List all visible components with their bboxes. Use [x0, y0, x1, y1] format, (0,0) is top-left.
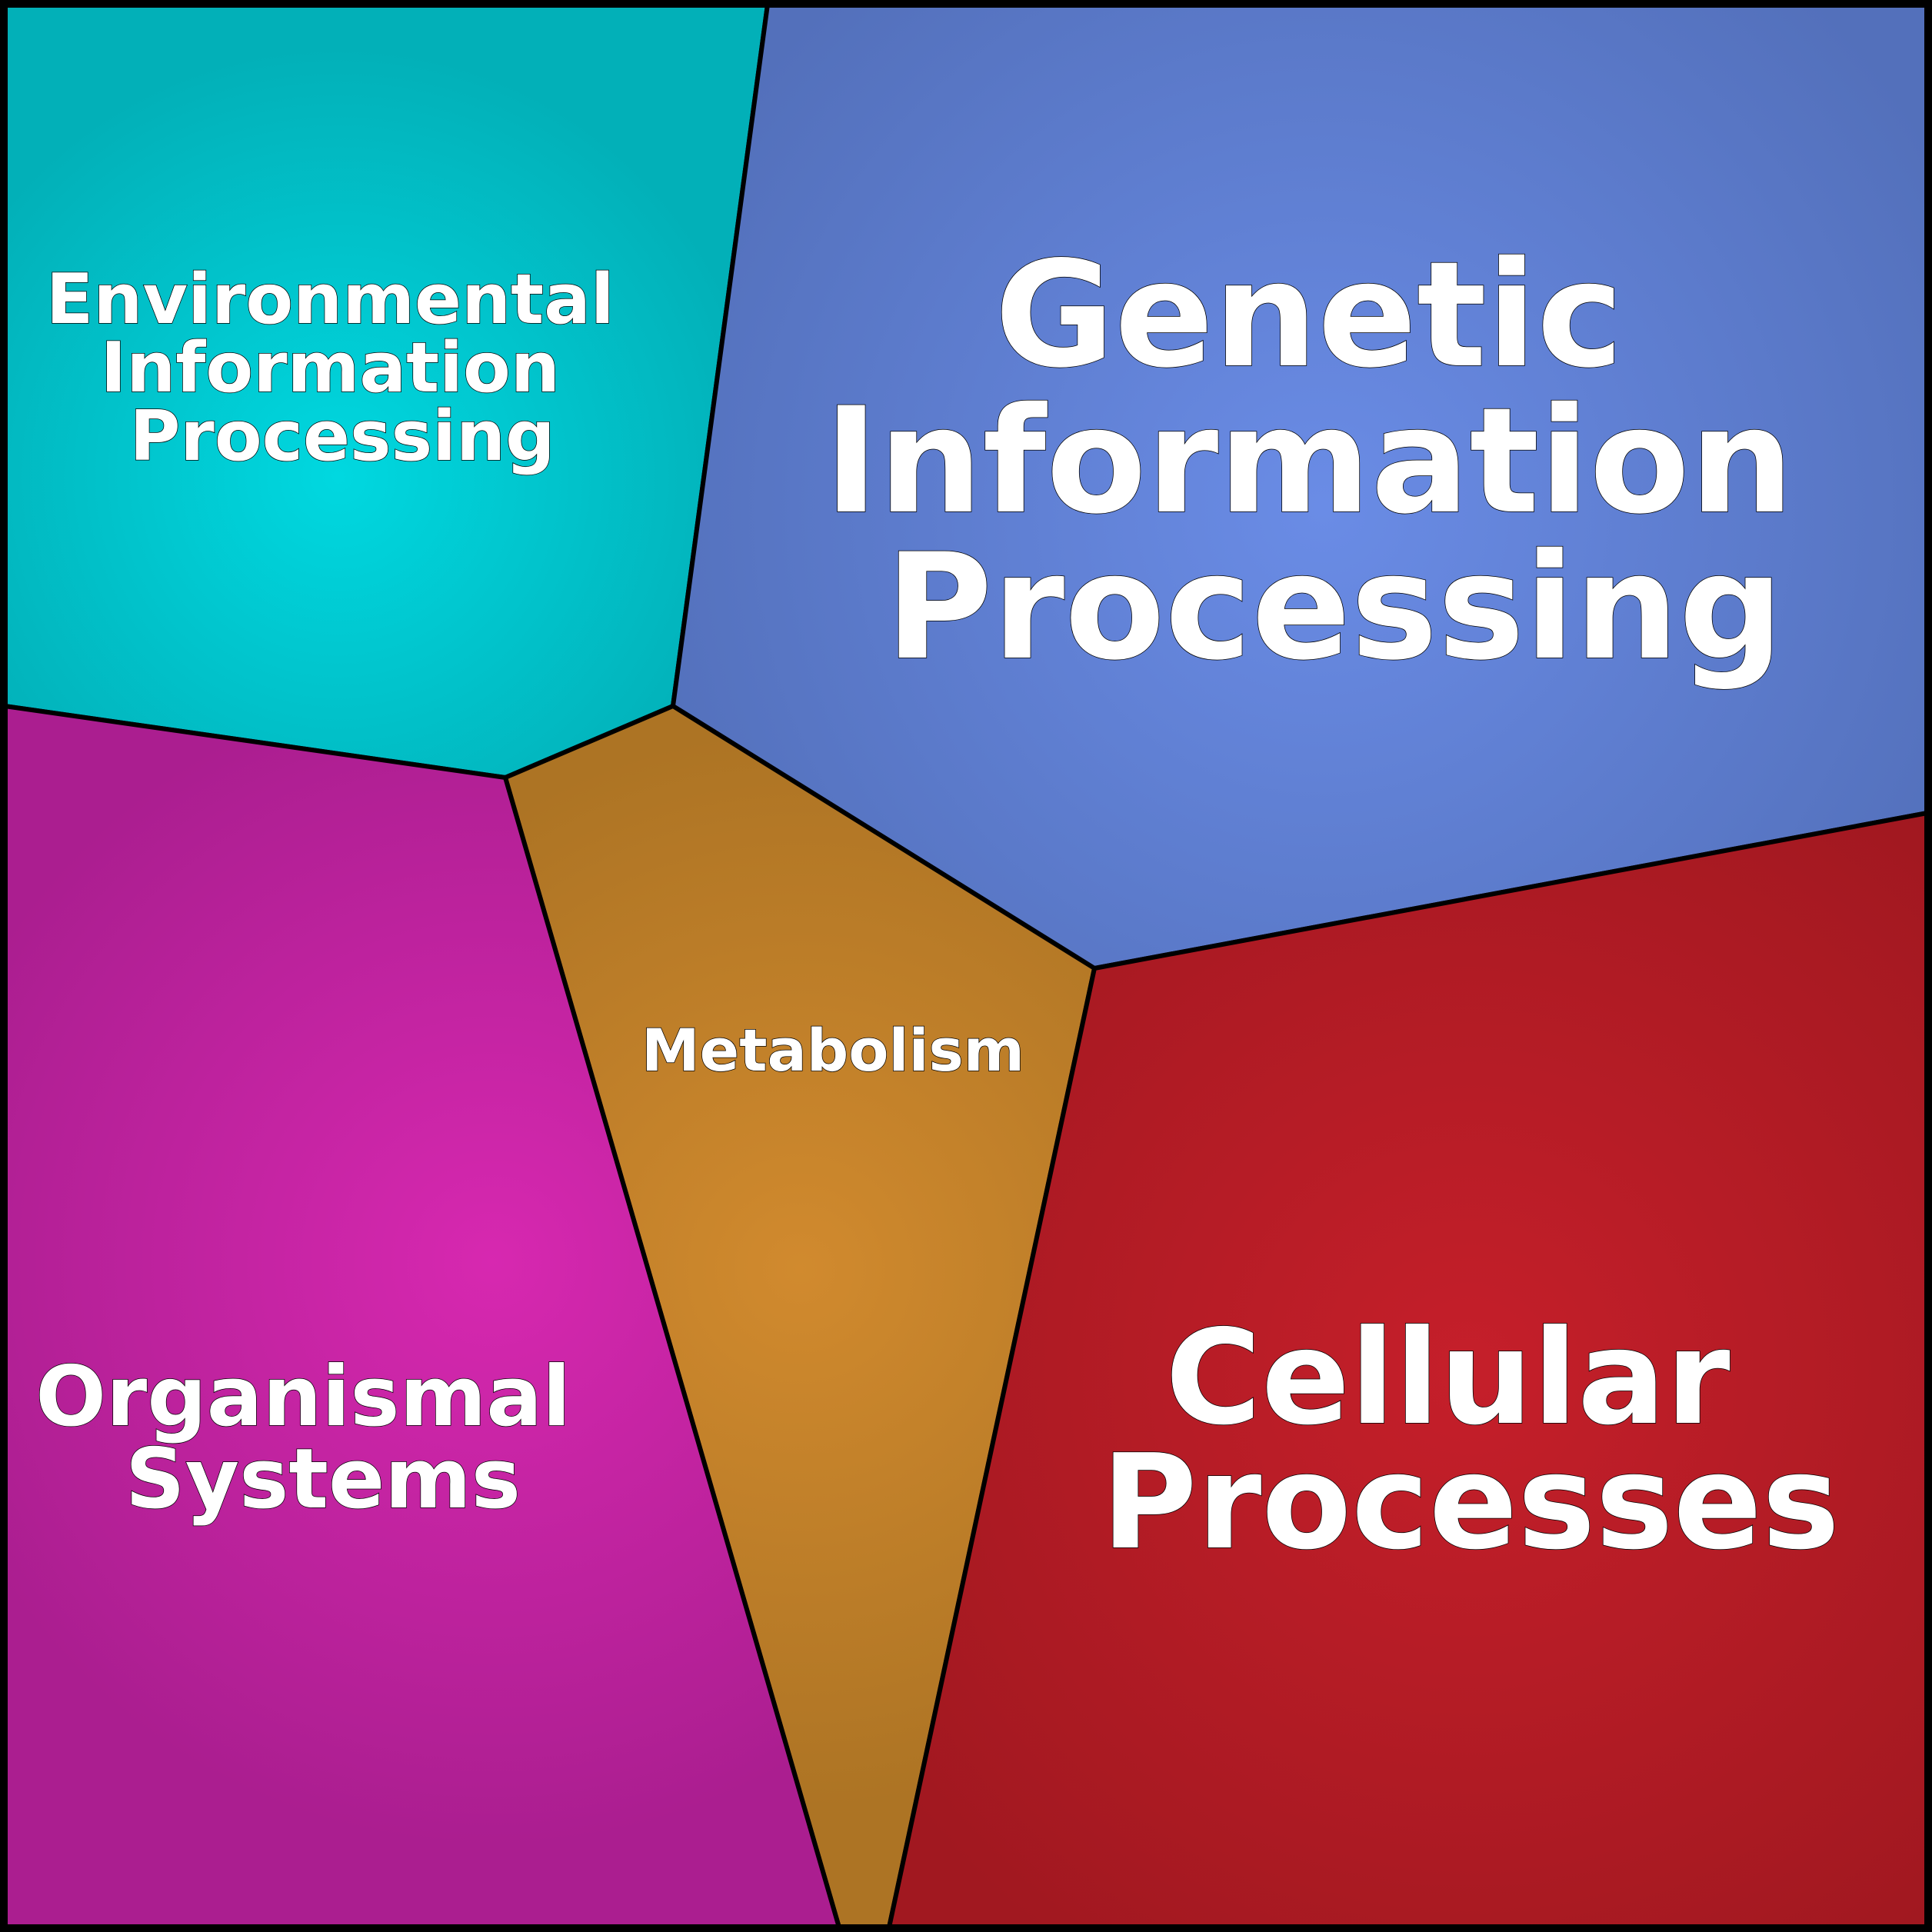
metabolism-label: Metabolism — [641, 1016, 1024, 1084]
organismal-systems-label: Organismal Systems — [35, 1349, 600, 1527]
cellular-processes-label: Cellular Processes — [1101, 1302, 1840, 1579]
genetic-information-processing-label: Genetic Information Processing — [824, 230, 1845, 692]
environmental-information-processing-label: Environmental Information Processing — [46, 259, 638, 477]
